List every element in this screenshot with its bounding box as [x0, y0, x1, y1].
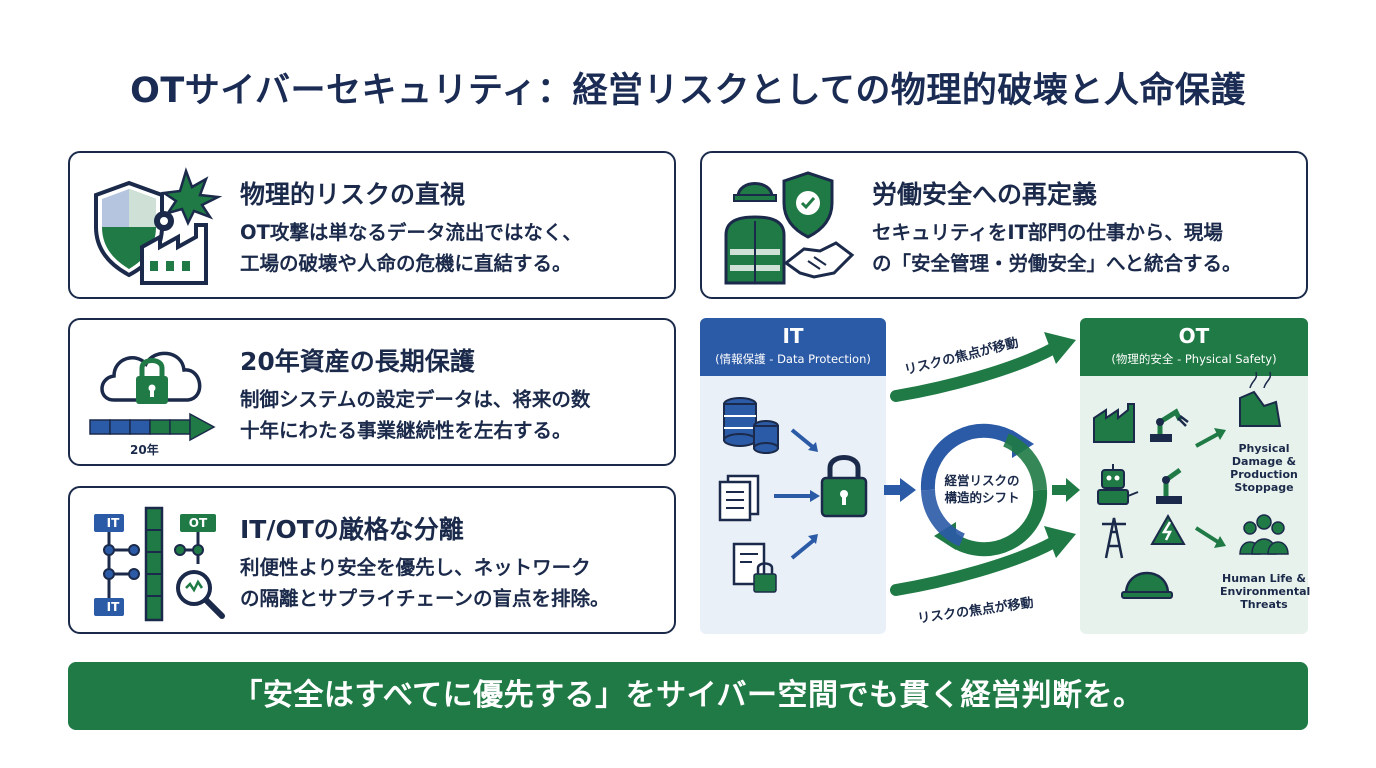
ot-panel-subtitle: (物理的安全 - Physical Safety) [1111, 352, 1277, 366]
shift-label-line: 経営リスクの [944, 473, 1020, 488]
it-tag-top: IT [106, 516, 120, 530]
outcome-human-life: Human Life & Environmental Threats [1220, 572, 1311, 611]
card-worker-safety: 労働安全への再定義 セキュリティをIT部門の仕事から、現場 の「安全管理・労働安… [700, 151, 1308, 299]
outcome-line: Environmental [1220, 585, 1311, 598]
card-heading: 物理的リスクの直視 [240, 180, 466, 209]
card-it-ot-separation: IT IT OT IT/OTの厳格な分離 利便性より安全を優先し、ネットワーク … [68, 486, 676, 634]
card-long-term-protection: 20年 20年資産の長期保護 制御システムの設定データは、将来の数 十年にわたる… [68, 318, 676, 466]
shift-label-line: 構造的シフト [944, 490, 1020, 505]
outcome-line: Production [1230, 468, 1298, 481]
ot-tag: OT [188, 516, 208, 530]
it-panel-header: IT (情報保護 - Data Protection) [700, 318, 886, 376]
it-tag-bottom: IT [106, 600, 120, 614]
shield-factory-icon [84, 165, 234, 285]
ot-panel-title: OT [1178, 324, 1210, 348]
card-heading: 労働安全への再定義 [872, 180, 1098, 209]
it-panel-subtitle: (情報保護 - Data Protection) [715, 352, 871, 366]
damaged-building-icon [1239, 371, 1282, 427]
card-heading: 20年資産の長期保護 [240, 347, 475, 376]
it-panel-title: IT [782, 324, 804, 348]
outcome-physical-damage: Physical Damage & Production Stoppage [1226, 442, 1302, 494]
outcome-line: Physical [1238, 442, 1290, 455]
worker-handshake-icon [716, 165, 866, 285]
locked-document-icon [732, 542, 777, 593]
timeline-label: 20年 [130, 443, 159, 457]
card-body-line: 十年にわたる事業継続性を左右する。 [240, 419, 572, 442]
card-body: セキュリティをIT部門の仕事から、現場 の「安全管理・労働安全」へと統合する。 [872, 217, 1242, 279]
card-heading: IT/OTの厳格な分離 [240, 515, 464, 544]
card-body: 制御システムの設定データは、将来の数 十年にわたる事業継続性を左右する。 [240, 384, 590, 446]
network-separation-icon [84, 500, 234, 622]
structural-shift-label: 経営リスクの 構造的シフト [936, 472, 1028, 506]
card-body-line: 制御システムの設定データは、将来の数 [240, 388, 591, 411]
robot-arm-icon [1150, 408, 1189, 442]
card-body-line: 利便性より安全を優先し、ネットワーク [240, 556, 591, 579]
ot-panel: OT (物理的安全 - Physical Safety) [1080, 318, 1311, 634]
database-icon [723, 397, 779, 454]
it-panel: IT (情報保護 - Data Protection) [700, 318, 886, 634]
card-body-line: OT攻撃は単なるデータ流出ではなく、 [240, 221, 582, 244]
card-body-line: 工場の破壊や人命の危機に直結する。 [240, 252, 572, 275]
people-icon [1239, 514, 1289, 555]
card-body: 利便性より安全を優先し、ネットワーク の隔離とサプライチェーンの盲点を排除。 [240, 552, 610, 614]
outcome-line: Stoppage [1234, 481, 1294, 494]
factory-icon [1093, 403, 1135, 443]
card-body: OT攻撃は単なるデータ流出ではなく、 工場の破壊や人命の危機に直結する。 [240, 217, 582, 279]
warning-icon [1150, 513, 1186, 545]
cloud-lock-icon [84, 332, 234, 452]
card-physical-risk: 物理的リスクの直視 OT攻撃は単なるデータ流出ではなく、 工場の破壊や人命の危機… [68, 151, 676, 299]
outcome-line: Threats [1240, 598, 1288, 611]
power-tower-icon [1102, 517, 1126, 559]
helmet-icon [1121, 571, 1173, 599]
card-body-line: セキュリティをIT部門の仕事から、現場 [872, 221, 1223, 244]
page-title: OTサイバーセキュリティ：経営リスクとしての物理的破壊と人命保護 [130, 71, 1246, 111]
card-body-line: の「安全管理・労働安全」へと統合する。 [872, 252, 1242, 275]
bottom-message-banner: 「安全はすべてに優先する」をサイバー空間でも貫く経営判断を。 [68, 662, 1308, 730]
card-body-line: の隔離とサプライチェーンの盲点を排除。 [240, 587, 610, 610]
ot-panel-header: OT (物理的安全 - Physical Safety) [1080, 318, 1308, 376]
outcome-line: Human Life & [1221, 572, 1307, 585]
robot-icon [1097, 464, 1139, 505]
documents-icon [718, 474, 760, 522]
outcome-line: Damage & [1231, 455, 1297, 468]
lock-icon [820, 455, 868, 518]
assembly-arm-icon [1156, 467, 1182, 504]
risk-shift-diagram [884, 332, 1080, 596]
